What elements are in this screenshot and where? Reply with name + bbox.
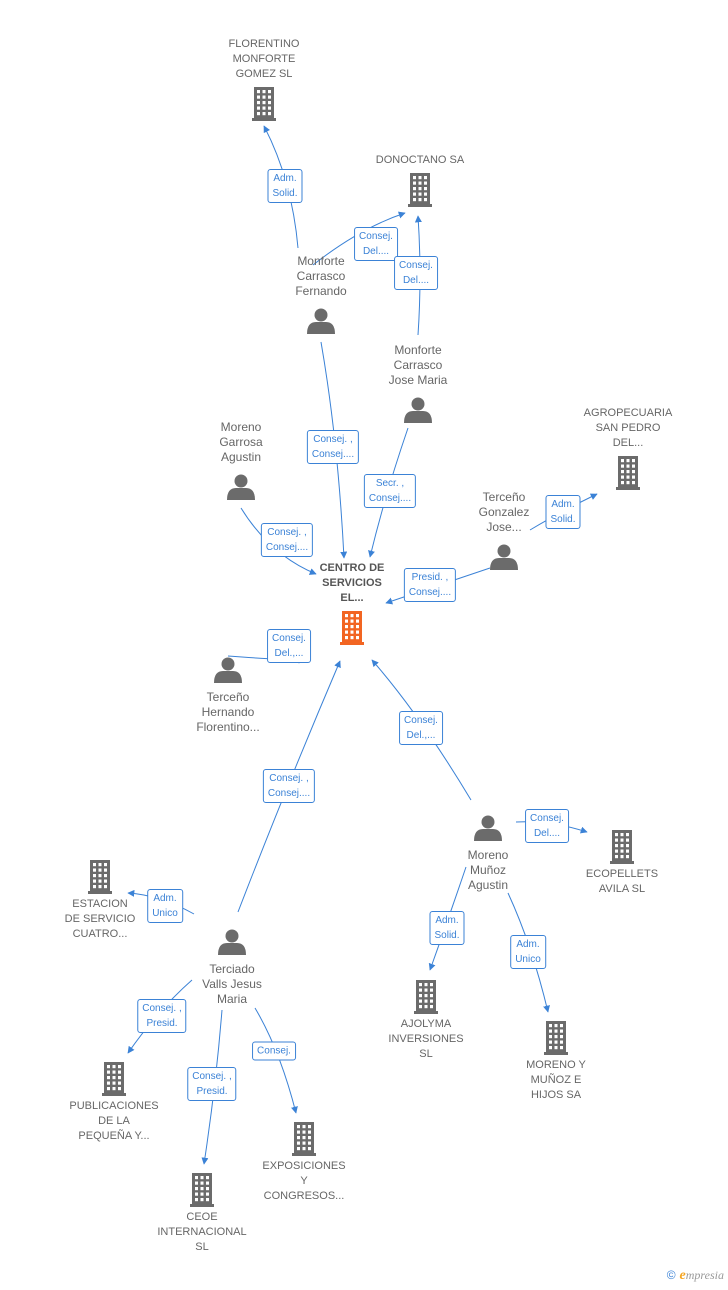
node-label-agustin_g[interactable]: Moreno Garrosa Agustin <box>219 420 263 464</box>
node-label-fernando[interactable]: Monforte Carrasco Fernando <box>295 254 347 298</box>
person-icon-josemaria[interactable] <box>404 397 432 424</box>
building-icon-morenoyh[interactable] <box>544 1021 568 1055</box>
center-building-icon[interactable] <box>340 611 364 645</box>
brand-name: mpresia <box>685 1268 724 1282</box>
edge-label-fernando-to-donoctano[interactable]: Consej. Del.... <box>354 227 398 261</box>
node-label-exposiciones[interactable]: EXPOSICIONES Y CONGRESOS... <box>262 1160 346 1202</box>
edge-label-terciado-to-estacion[interactable]: Adm. Unico <box>147 889 183 923</box>
node-label-morenoyh[interactable]: MORENO Y MUÑOZ E HIJOS SA <box>526 1059 586 1101</box>
node-label-terciado[interactable]: Terciado Valls Jesus Maria <box>202 962 262 1006</box>
building-icon-ceoe[interactable] <box>190 1173 214 1207</box>
node-label-josemaria[interactable]: Monforte Carrasco Jose Maria <box>388 343 448 387</box>
person-icon-agustin_g[interactable] <box>227 474 255 501</box>
edge-label-tercenog-to-agropecuaria[interactable]: Adm. Solid. <box>545 495 581 529</box>
edge-label-terciado-to-center[interactable]: Consej. , Consej.... <box>262 769 316 803</box>
edge-label-fernando-to-center[interactable]: Consej. , Consej.... <box>306 430 360 464</box>
edge-label-terciado-to-exposiciones[interactable]: Consej. <box>252 1041 296 1061</box>
building-icon-ecopellets[interactable] <box>610 830 634 864</box>
person-icon-fernando[interactable] <box>307 308 335 335</box>
edge-label-agustin_g-to-center[interactable]: Consej. , Consej.... <box>260 523 314 557</box>
person-icon-morenom[interactable] <box>474 815 502 842</box>
edge-label-tercenog-to-center[interactable]: Presid. , Consej.... <box>403 568 457 602</box>
edge-label-fernando-to-florentino[interactable]: Adm. Solid. <box>267 169 303 203</box>
edge-label-morenom-to-ajolyma[interactable]: Adm. Solid. <box>429 911 465 945</box>
node-label-tercenog[interactable]: Terceño Gonzalez Jose... <box>478 490 530 534</box>
brand-footer: ©empresia <box>667 1268 724 1284</box>
building-icon-ajolyma[interactable] <box>414 980 438 1014</box>
node-label-donoctano[interactable]: DONOCTANO SA <box>375 154 465 166</box>
building-icon-publicaciones[interactable] <box>102 1062 126 1096</box>
building-icon-florentino[interactable] <box>252 87 276 121</box>
node-label-ajolyma[interactable]: AJOLYMA INVERSIONES SL <box>388 1018 464 1060</box>
building-icon-exposiciones[interactable] <box>292 1122 316 1156</box>
person-icon-terciado[interactable] <box>218 929 246 956</box>
edge-label-terciado-to-ceoe[interactable]: Consej. , Presid. <box>187 1067 237 1101</box>
person-icon-tercenog[interactable] <box>490 544 518 571</box>
node-label-morenom[interactable]: Moreno Muñoz Agustin <box>467 848 509 892</box>
building-icon-estacion[interactable] <box>88 860 112 894</box>
edge-terciado-to-exposiciones <box>254 1007 298 1114</box>
node-label-agropecuaria[interactable]: AGROPECUARIA SAN PEDRO DEL... <box>583 407 673 449</box>
person-icon-tercenoh[interactable] <box>214 657 242 684</box>
edge-label-josemaria-to-donoctano[interactable]: Consej. Del.... <box>394 256 438 290</box>
edge-label-terciado-to-publicaciones[interactable]: Consej. , Presid. <box>137 999 187 1033</box>
building-icon-agropecuaria[interactable] <box>616 456 640 490</box>
node-label-center[interactable]: CENTRO DE SERVICIOS EL... <box>319 562 385 604</box>
edge-label-morenom-to-center[interactable]: Consej. Del.,... <box>399 711 443 745</box>
node-label-florentino[interactable]: FLORENTINO MONFORTE GOMEZ SL <box>228 38 300 80</box>
node-label-publicaciones[interactable]: PUBLICACIONES DE LA PEQUEÑA Y... <box>69 1100 159 1142</box>
edge-label-morenom-to-ecopellets[interactable]: Consej. Del.... <box>525 809 569 843</box>
brand-logo-e: e <box>679 1268 686 1283</box>
edge-label-tercenoh-to-center[interactable]: Consej. Del.,... <box>267 629 311 663</box>
node-label-estacion[interactable]: ESTACION DE SERVICIO CUATRO... <box>64 898 136 940</box>
node-label-tercenoh[interactable]: Terceño Hernando Florentino... <box>196 690 260 734</box>
node-label-ceoe[interactable]: CEOE INTERNACIONAL SL <box>157 1211 247 1253</box>
node-label-ecopellets[interactable]: ECOPELLETS AVILA SL <box>585 868 659 895</box>
building-icon-donoctano[interactable] <box>408 173 432 207</box>
edge-label-josemaria-to-center[interactable]: Secr. , Consej.... <box>363 474 417 508</box>
edge-label-morenom-to-morenoyh[interactable]: Adm. Unico <box>510 935 546 969</box>
copyright-icon: © <box>666 1268 676 1282</box>
